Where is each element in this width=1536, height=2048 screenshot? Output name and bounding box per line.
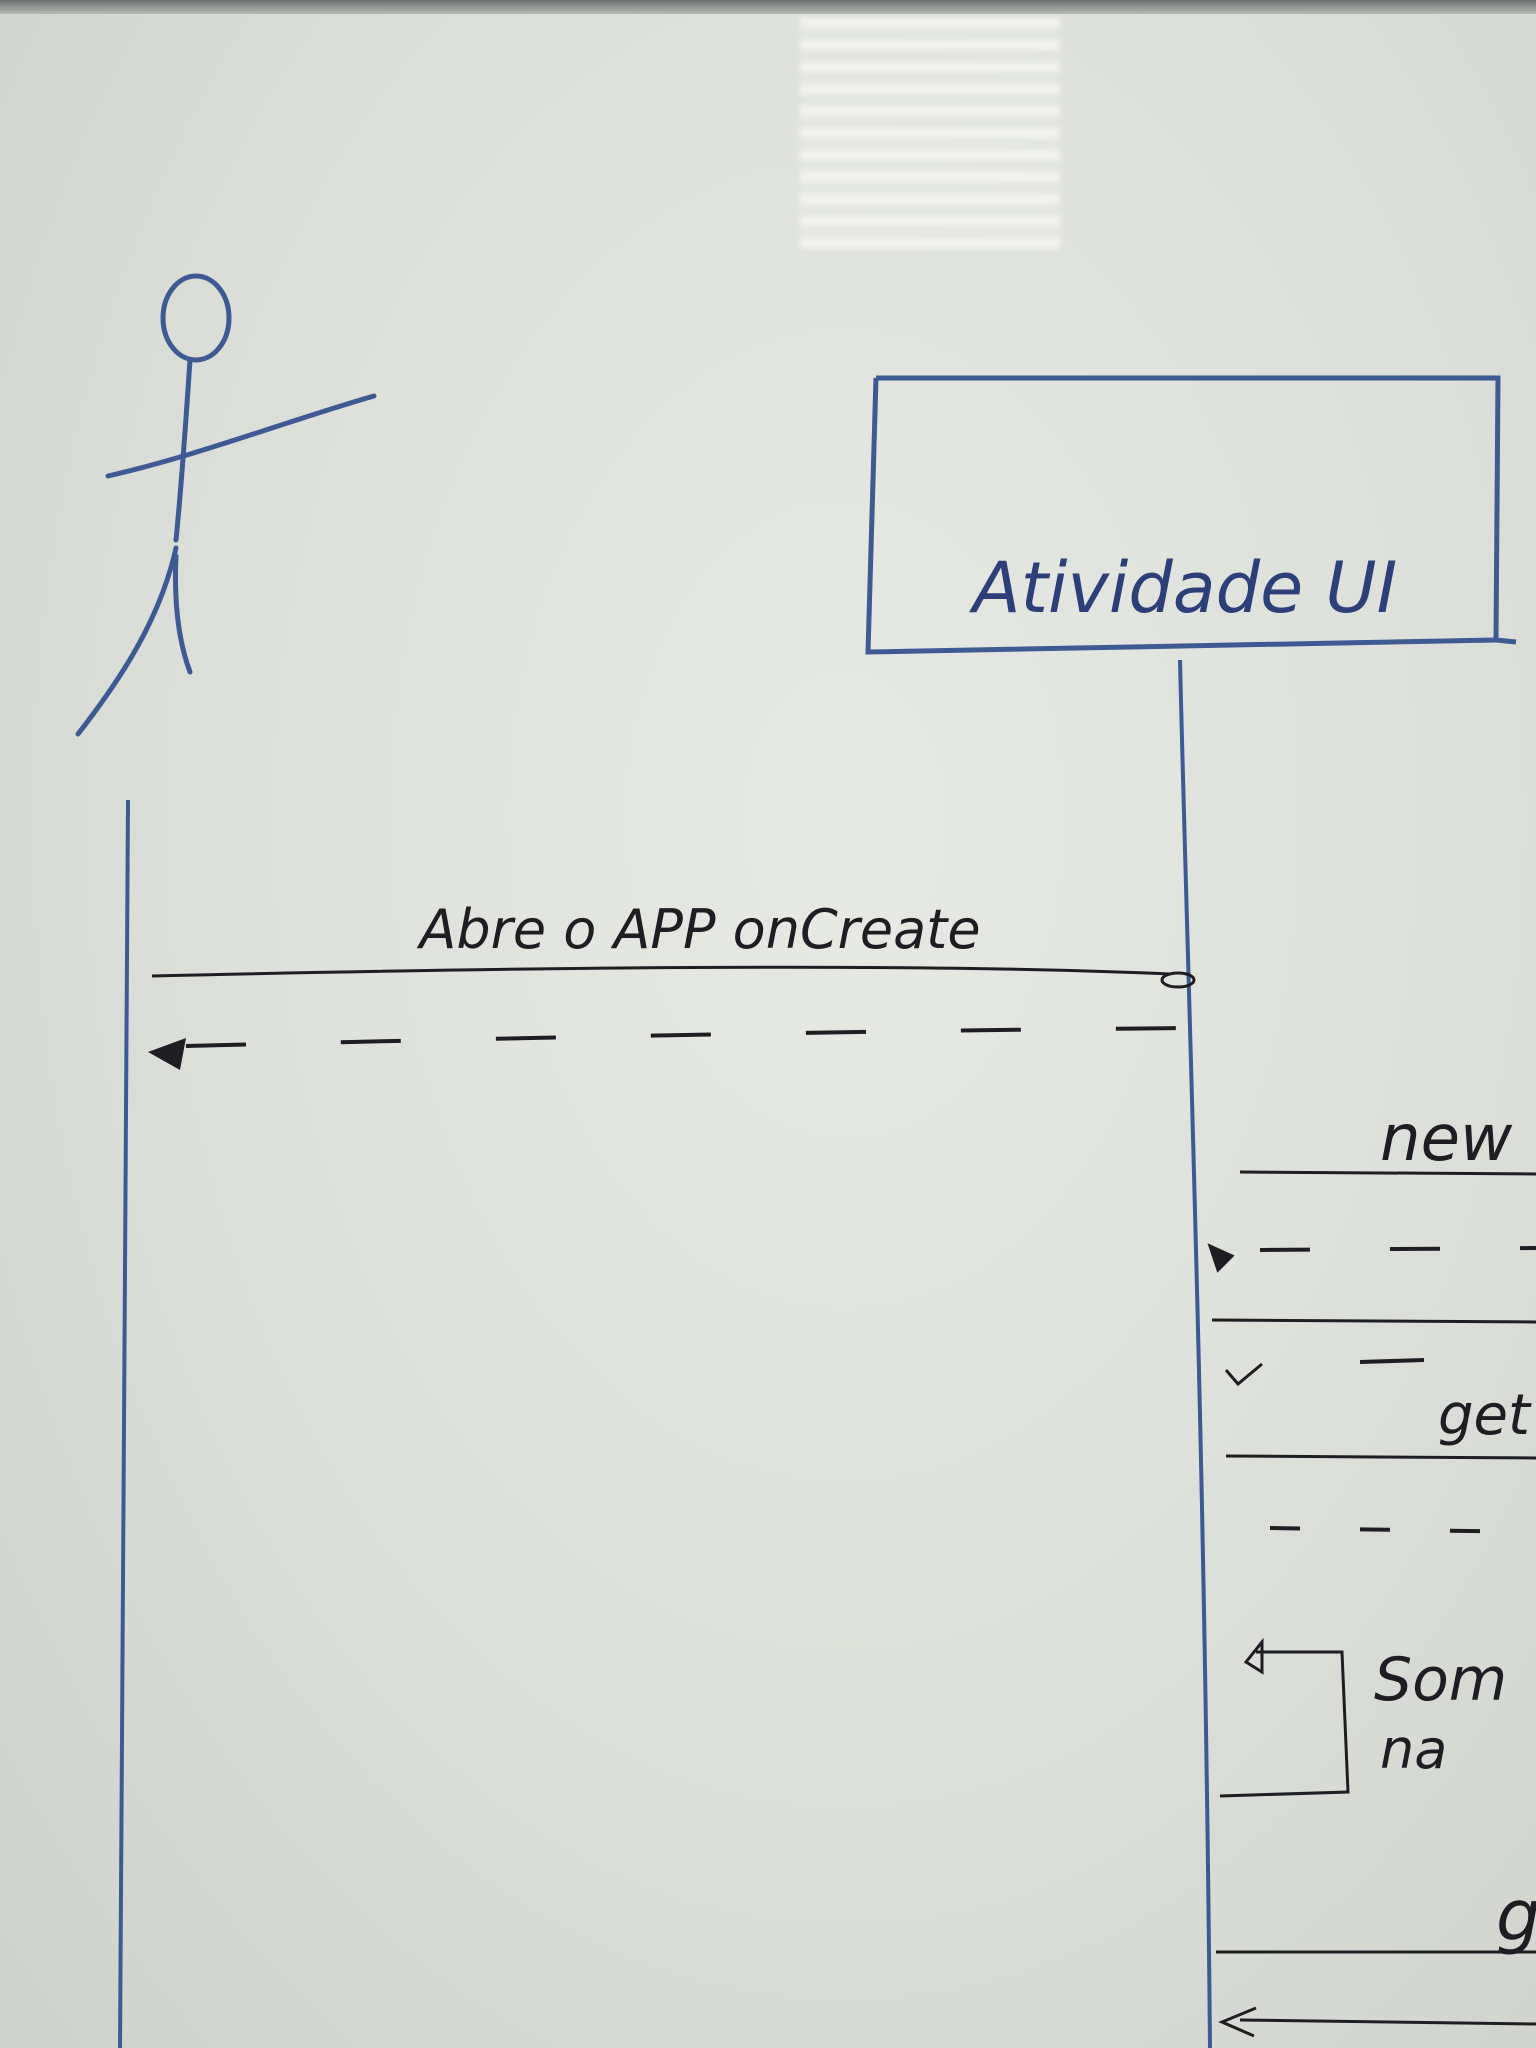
right-edge-partial-messages (1207, 1170, 1536, 2038)
bottom-arrowhead-icon (1218, 2006, 1257, 2038)
partial-label-som: Som (1374, 1645, 1507, 1715)
light-reflection (800, 18, 1060, 248)
partial-label-new: new (1380, 1102, 1513, 1176)
self-call-loop (1219, 1650, 1350, 1798)
self-call-arrowhead-icon (1243, 1637, 1264, 1675)
small-arrowhead-icon (1224, 1362, 1263, 1387)
partial-label-get: get (1438, 1383, 1532, 1448)
partial-return-1 (1259, 1246, 1536, 1252)
partial-label-na: na (1380, 1718, 1447, 1781)
message-arrow-oncreate: Abre o APP onCreate (151, 898, 1196, 989)
partial-arrow-new (1239, 1170, 1536, 1176)
actor-lifeline (118, 799, 130, 2048)
partial-return-3 (1269, 1526, 1536, 1534)
partial-return-bottom (1239, 2018, 1536, 2026)
actor-stick-figure (75, 273, 377, 737)
actor-body (173, 357, 193, 543)
atividade-ui-box: Atividade UI (865, 375, 1517, 655)
return-arrow-dashed (148, 1026, 1201, 1070)
arrowhead-icon (148, 1038, 186, 1070)
actor-right-leg (173, 553, 193, 675)
actor-arms (105, 393, 377, 479)
partial-return-2 (1359, 1358, 1425, 1364)
participant-label: Atividade UI (969, 547, 1398, 629)
whiteboard-frame (0, 0, 1536, 14)
atividade-ui-lifeline (1178, 659, 1212, 2048)
actor-left-leg (75, 545, 179, 737)
message-label: Abre o APP onCreate (416, 898, 980, 961)
arrowhead-icon (1207, 1243, 1235, 1273)
actor-head (160, 273, 232, 363)
partial-arrow-2 (1211, 1318, 1536, 1324)
partial-arrow-get (1225, 1454, 1536, 1460)
partial-label-g: g (1496, 1875, 1536, 1957)
